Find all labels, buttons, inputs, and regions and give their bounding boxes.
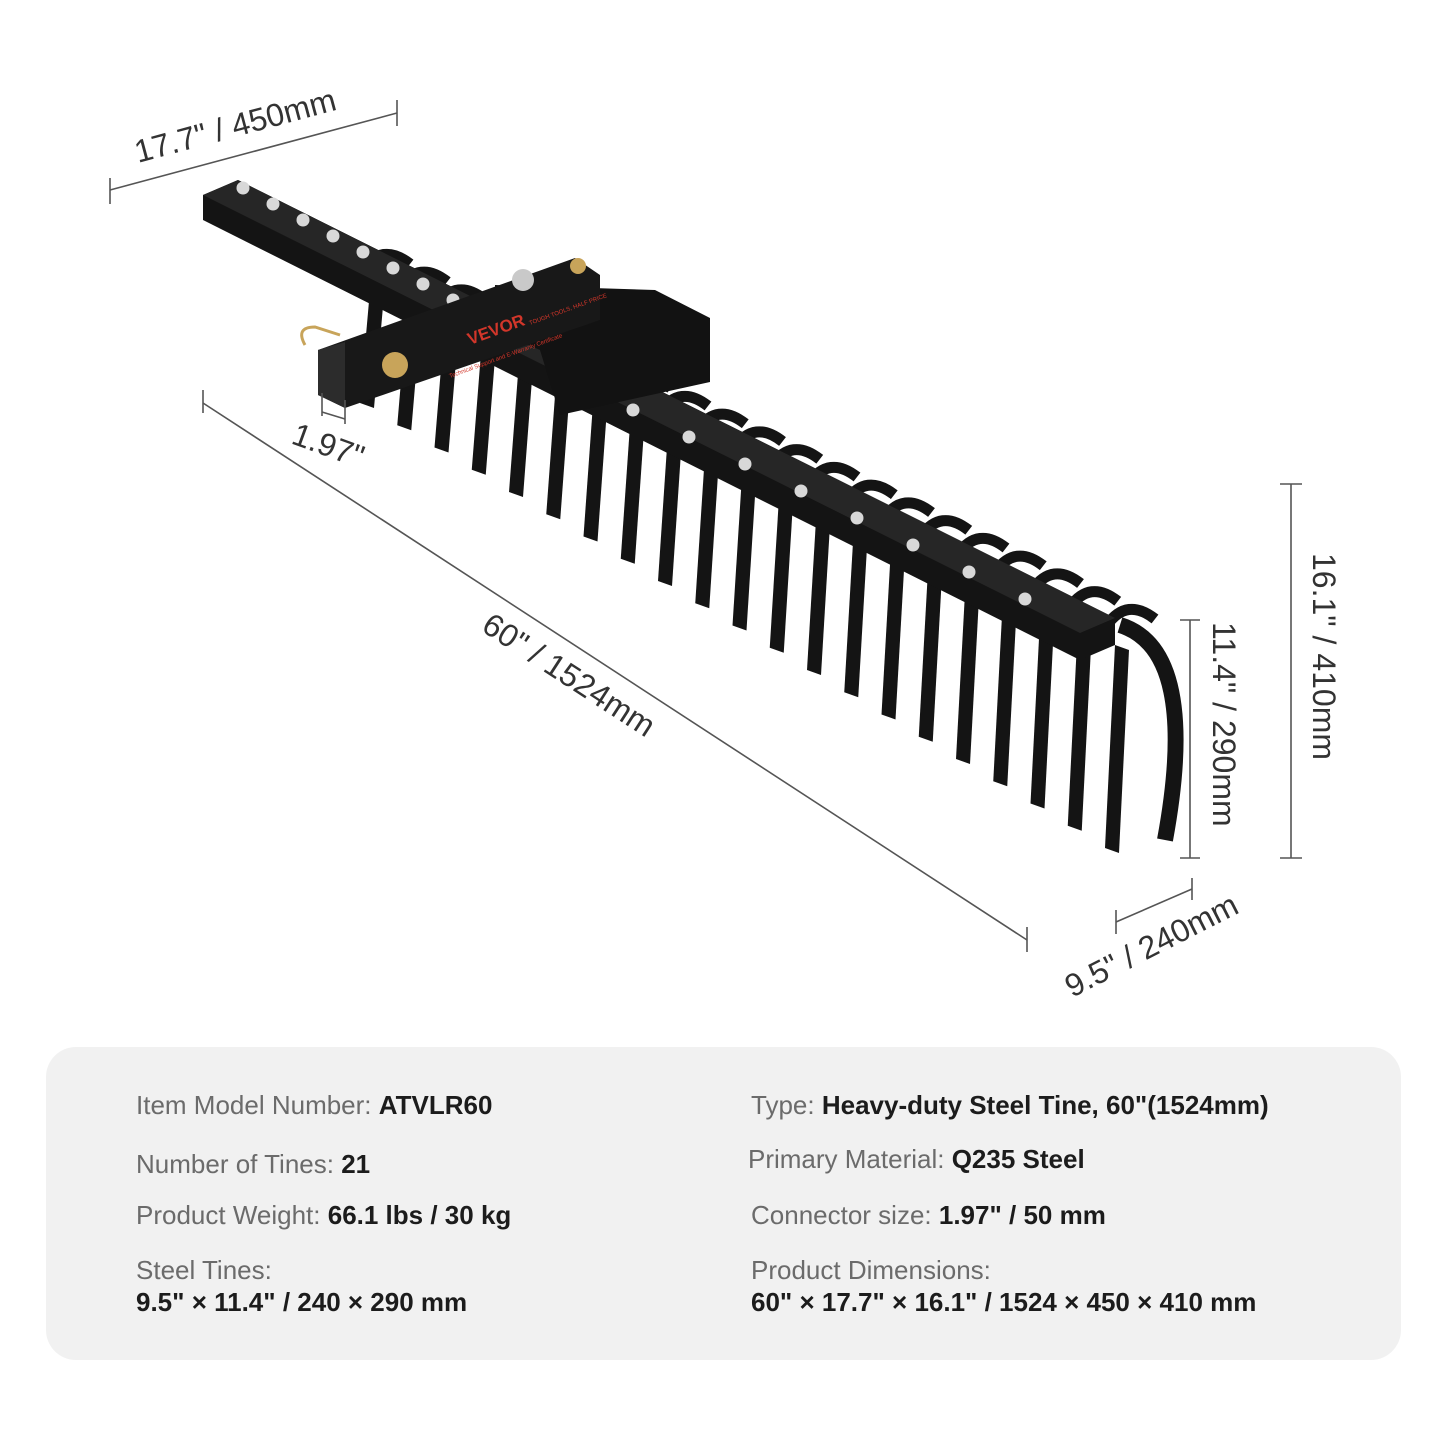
tine xyxy=(1030,609,1055,809)
spec-weight: Product Weight: 66.1 lbs / 30 kg xyxy=(136,1199,511,1231)
specs-panel: Item Model Number: ATVLR60 Type: Heavy-d… xyxy=(46,1047,1401,1360)
spec-model-label: Item Model Number: xyxy=(136,1090,379,1120)
tine xyxy=(471,343,496,475)
plate-bolts xyxy=(236,181,1032,606)
bolt xyxy=(416,277,430,291)
connector-dim-line xyxy=(321,411,346,420)
bolt xyxy=(1018,592,1032,606)
spec-connector-value: 1.97" / 50 mm xyxy=(938,1200,1106,1230)
spec-steel-tines: Steel Tines:9.5" × 11.4" / 240 × 290 mm xyxy=(136,1254,467,1318)
tine xyxy=(993,591,1018,787)
bolt xyxy=(626,403,640,417)
spec-material-value: Q235 Steel xyxy=(951,1144,1085,1174)
spec-type-label: Type: xyxy=(751,1090,822,1120)
spec-tines: Number of Tines: 21 xyxy=(136,1148,370,1180)
rake-diagram: VEVOR TOUGH TOOLS, HALF PRICE Technical … xyxy=(109,81,1342,1004)
rake-plate-top xyxy=(203,180,1115,633)
tine xyxy=(695,449,720,609)
bolt xyxy=(962,565,976,579)
spec-model: Item Model Number: ATVLR60 xyxy=(136,1089,492,1121)
spec-dimensions-label: Product Dimensions: xyxy=(751,1255,991,1285)
bolt xyxy=(356,245,370,259)
spec-dimensions: Product Dimensions:60" × 17.7" × 16.1" /… xyxy=(751,1254,1256,1318)
height-dim-label: 16.1" / 410mm xyxy=(1306,553,1342,760)
hitch-pin xyxy=(382,352,408,378)
spec-weight-label: Product Weight: xyxy=(136,1200,328,1230)
tine xyxy=(769,485,794,653)
spec-type-value: Heavy-duty Steel Tine, 60"(1524mm) xyxy=(821,1090,1269,1120)
spec-tines-label: Number of Tines: xyxy=(136,1149,342,1179)
width-dim-line xyxy=(109,112,398,191)
bolt xyxy=(794,484,808,498)
length-dim-line xyxy=(202,402,1028,941)
spec-tines-value: 21 xyxy=(341,1149,371,1179)
spec-steel-tines-label: Steel Tines: xyxy=(136,1255,272,1285)
bolt xyxy=(326,229,340,243)
spec-connector: Connector size: 1.97" / 50 mm xyxy=(751,1199,1106,1231)
bolt xyxy=(266,197,280,211)
tine xyxy=(509,361,533,497)
tine xyxy=(807,503,831,675)
spec-dimensions-value: 60" × 17.7" × 16.1" / 1524 × 450 × 410 m… xyxy=(751,1287,1257,1317)
spec-type: Type: Heavy-duty Steel Tine, 60"(1524mm) xyxy=(751,1089,1269,1121)
tine xyxy=(583,396,608,542)
tine xyxy=(1067,627,1092,831)
hitch-pin-top xyxy=(570,258,586,274)
tine xyxy=(620,414,645,564)
hitch-clip xyxy=(300,325,341,346)
bolt xyxy=(850,511,864,525)
hitch-tube-end xyxy=(318,342,345,408)
spec-steel-tines-value: 9.5" × 11.4" / 240 × 290 mm xyxy=(136,1287,468,1317)
bolt xyxy=(682,430,696,444)
tine xyxy=(918,556,943,742)
bolt xyxy=(906,538,920,552)
tine xyxy=(732,467,757,631)
tine xyxy=(658,432,682,586)
hitch-bolt xyxy=(512,269,534,291)
tine xyxy=(1105,645,1129,853)
length-dim-label: 60" / 1524mm xyxy=(476,606,662,744)
bolt xyxy=(236,181,250,195)
bolt xyxy=(738,457,752,471)
spec-material: Primary Material: Q235 Steel xyxy=(748,1143,1085,1175)
bolt xyxy=(386,261,400,275)
bolt xyxy=(296,213,310,227)
tine xyxy=(844,520,869,698)
tine-end xyxy=(1117,617,1184,842)
spec-weight-value: 66.1 lbs / 30 kg xyxy=(327,1200,512,1230)
tine-depth-dim-label: 9.5" / 240mm xyxy=(1059,886,1244,1004)
spec-model-value: ATVLR60 xyxy=(378,1090,493,1120)
tine xyxy=(956,574,980,764)
tine-height-dim-label: 11.4" / 290mm xyxy=(1206,622,1242,827)
tine-depth-dim-line xyxy=(1115,888,1193,923)
tine xyxy=(881,538,906,720)
spec-material-label: Primary Material: xyxy=(748,1144,952,1174)
spec-connector-label: Connector size: xyxy=(751,1200,939,1230)
